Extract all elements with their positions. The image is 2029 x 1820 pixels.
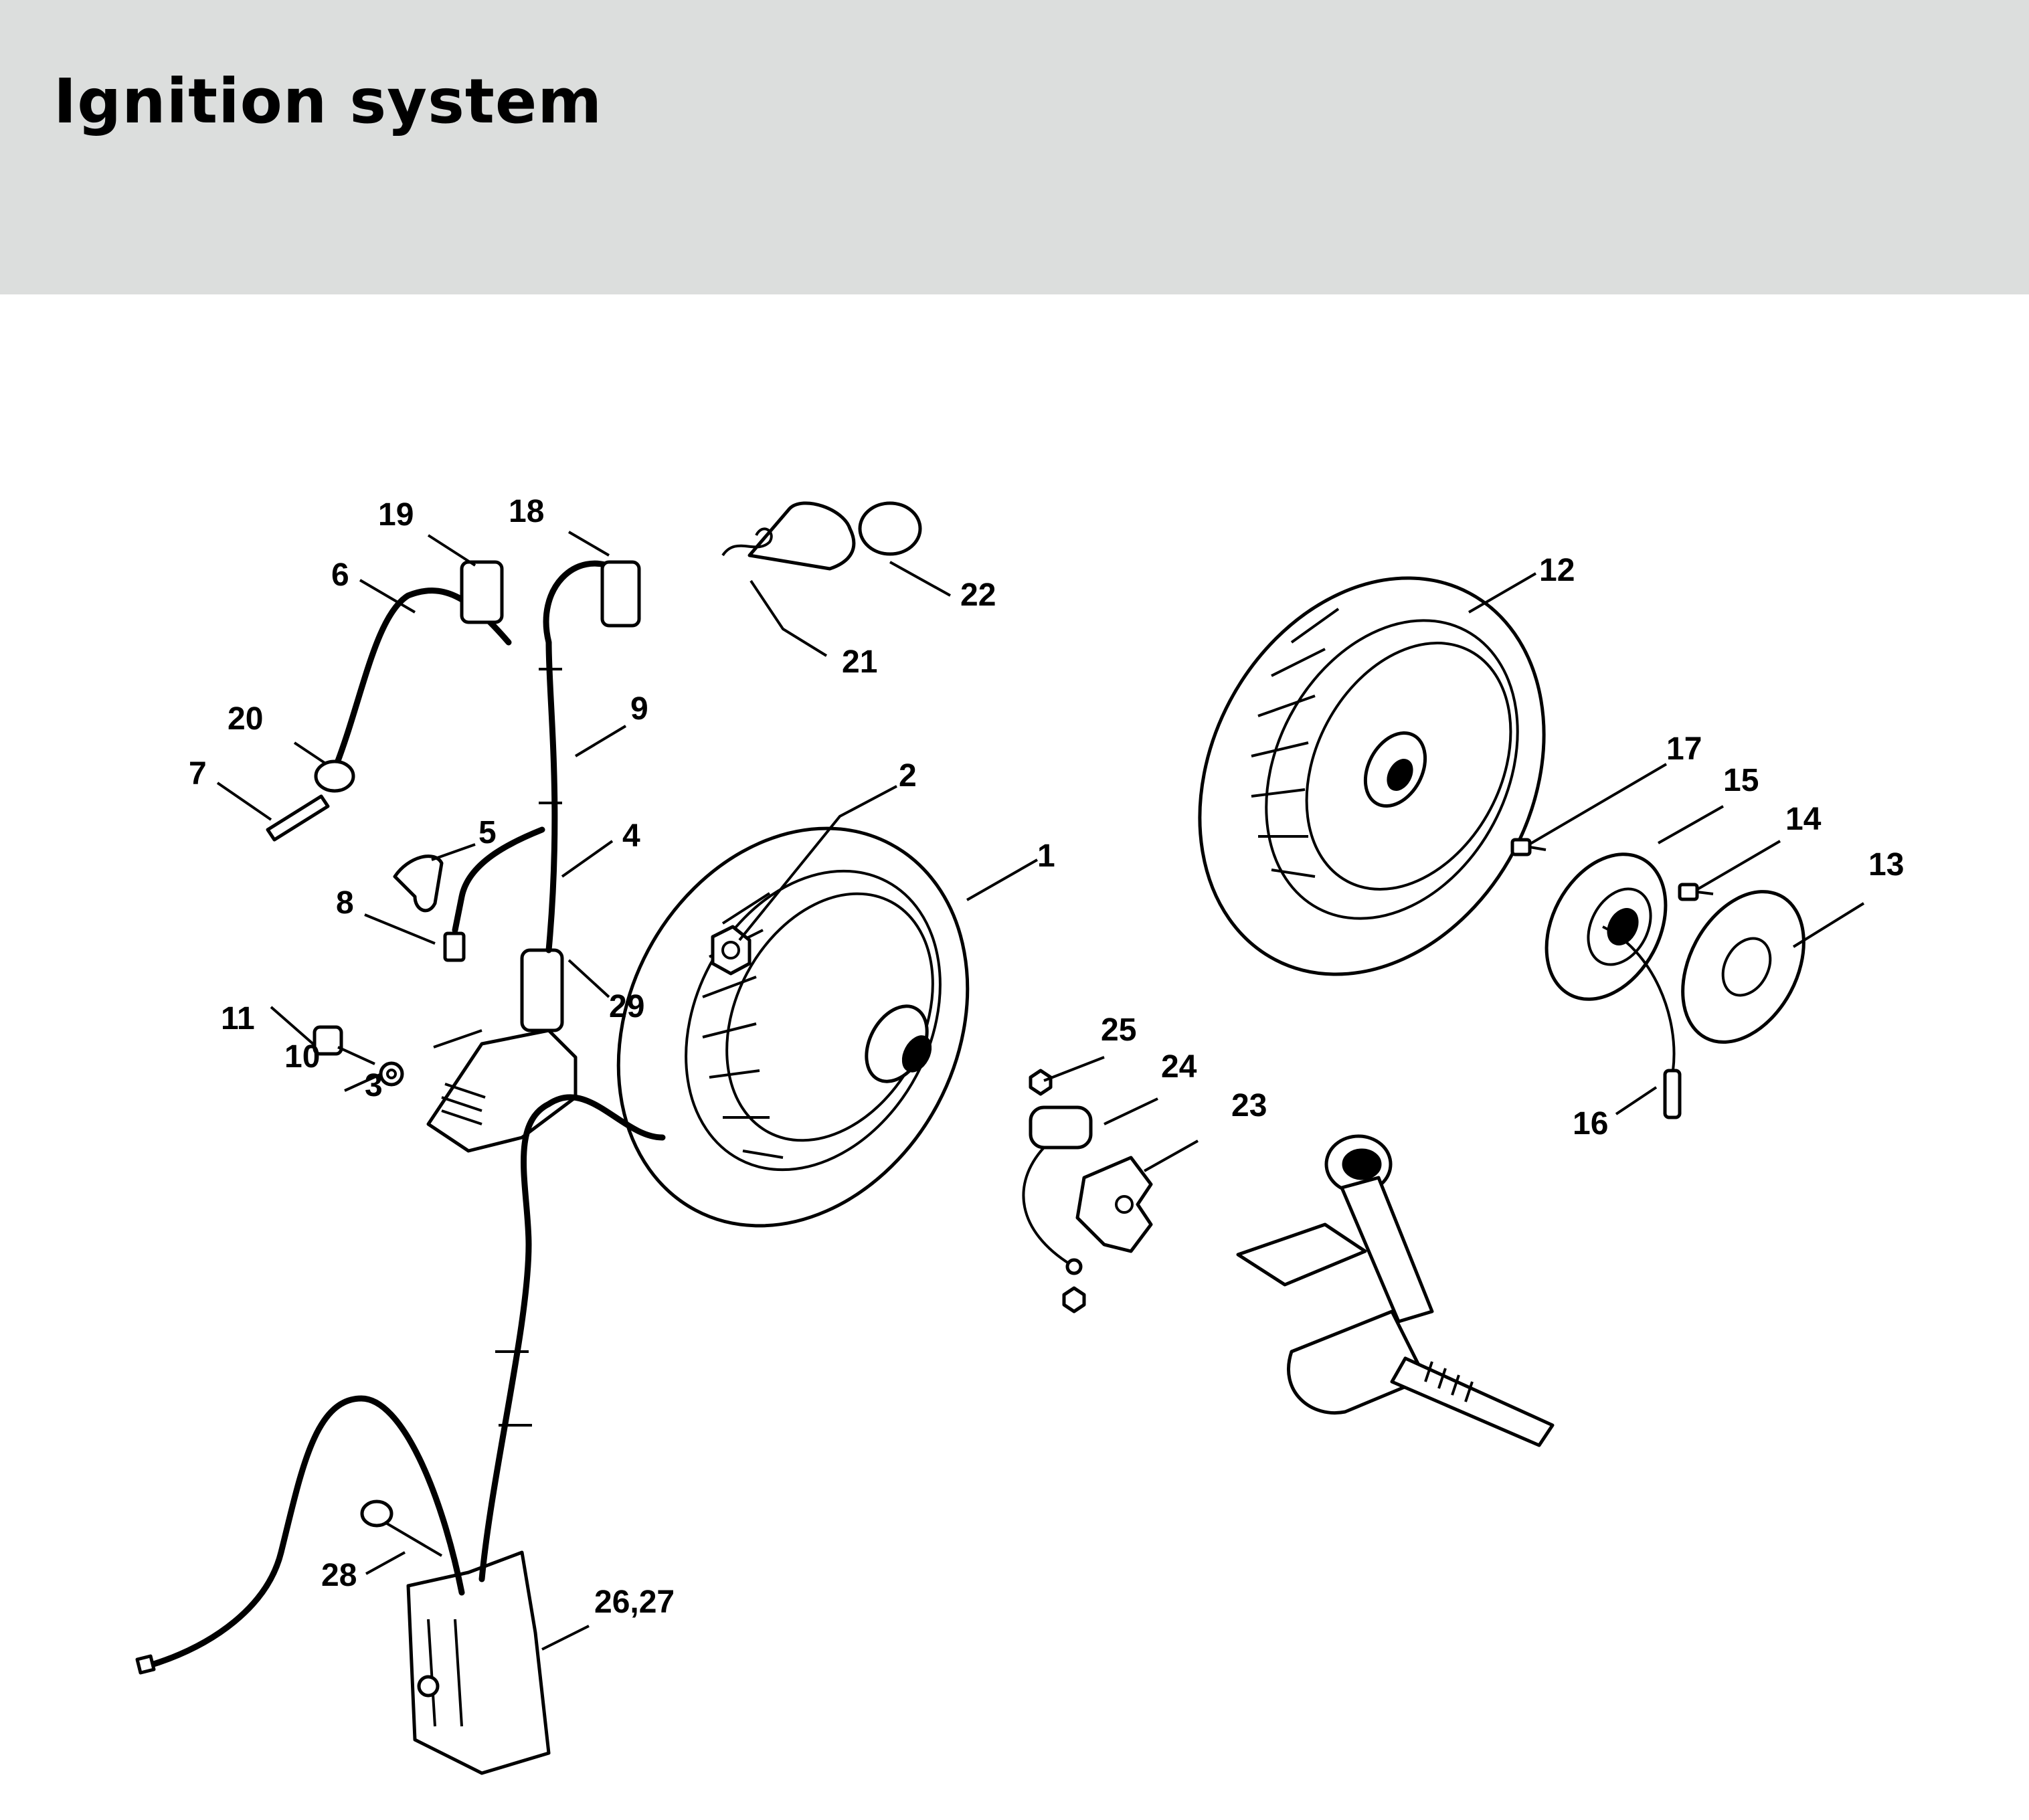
callout-8: 8 (336, 885, 354, 921)
grommet-18-part (600, 560, 641, 628)
callout-13: 13 (1868, 847, 1904, 883)
page-title: Ignition system (54, 66, 603, 137)
screw-11-part (313, 1025, 375, 1065)
callout-leader-lines (216, 531, 1865, 1651)
callout-14: 14 (1785, 802, 1822, 837)
callout-7: 7 (189, 756, 207, 792)
callout-6: 6 (331, 557, 349, 593)
callout-28: 28 (321, 1558, 357, 1593)
callout-4: 4 (622, 818, 640, 854)
spark-plug-terminal-part (747, 501, 922, 571)
callout-26-27: 26,27 (594, 1584, 675, 1620)
short-circuit-lower-wire (135, 1395, 465, 1675)
callout-21: 21 (842, 644, 877, 680)
callout-3: 3 (365, 1068, 383, 1103)
callout-11: 11 (221, 1001, 255, 1036)
callout-18: 18 (509, 494, 544, 529)
callout-12: 12 (1539, 553, 1575, 588)
nut-25-part (1029, 1069, 1053, 1096)
screw-17-part (1510, 838, 1547, 856)
ignition-lead-lower-wire (478, 1094, 666, 1582)
contact-breaker-part (1075, 1156, 1153, 1253)
wire-4 (452, 826, 545, 933)
callout-20: 20 (228, 701, 263, 737)
terminal-7-part (266, 794, 330, 842)
grommet-20-part (314, 759, 355, 793)
callout-5: 5 (478, 815, 497, 850)
crankshaft-part (1236, 1134, 1555, 1447)
callout-9: 9 (630, 691, 648, 727)
callout-25: 25 (1101, 1012, 1136, 1048)
callout-29: 29 (609, 989, 644, 1024)
callout-16: 16 (1573, 1106, 1608, 1142)
page-header: Ignition system (0, 0, 2029, 294)
cover-plate-part (1681, 890, 1805, 1044)
callout-1: 1 (1037, 838, 1055, 874)
flywheel-rear-part (1198, 576, 1546, 976)
ground-wire-16-part (1602, 925, 1682, 1119)
callout-22: 22 (960, 577, 996, 613)
ignition-module-part (426, 948, 578, 1153)
ignition-lead-wire (539, 560, 619, 953)
screw-14-part (1678, 883, 1714, 901)
starter-cup-part (1545, 852, 1668, 1001)
nut-small-part (1062, 1286, 1086, 1313)
callout-24: 24 (1161, 1049, 1197, 1085)
grommet-19-part (460, 560, 504, 624)
callout-15: 15 (1723, 763, 1759, 798)
condenser-part (1022, 1105, 1093, 1275)
ignition-module-lower-part (406, 1550, 551, 1775)
washer-10-part (379, 1061, 404, 1087)
exploded-parts-diagram: 1 2 3 4 5 6 7 8 9 10 11 12 13 14 15 16 1… (135, 494, 1904, 1775)
callout-23: 23 (1231, 1088, 1267, 1123)
spring-21-part (721, 527, 773, 557)
callout-labels: 1 2 3 4 5 6 7 8 9 10 11 12 13 14 15 16 1… (189, 494, 1904, 1620)
callout-10: 10 (284, 1039, 320, 1075)
callout-17: 17 (1666, 731, 1702, 767)
callout-19: 19 (378, 497, 414, 533)
terminal-8-part (443, 931, 466, 962)
callout-2: 2 (899, 758, 917, 794)
screw-28-part (360, 1499, 443, 1557)
clip-5-part (393, 854, 444, 913)
